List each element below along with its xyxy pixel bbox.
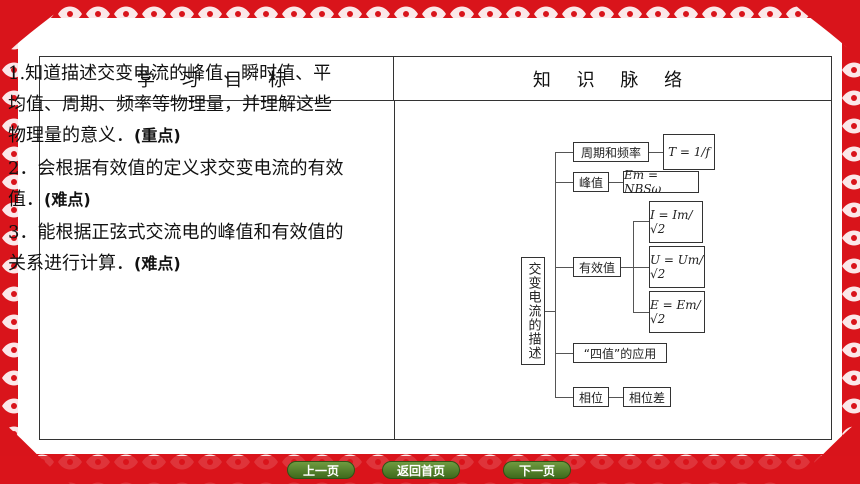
header-learning-goals: 学 习 目 标 xyxy=(40,57,394,101)
connector xyxy=(545,311,555,312)
connector xyxy=(633,267,649,268)
prev-page-button[interactable]: 上一页 xyxy=(287,461,355,479)
knowledge-mindmap: 交变电流的描述 周期和频率 T = 1/f 峰值 Em = NBSω 有效值 I… xyxy=(497,121,757,421)
connector xyxy=(555,152,573,153)
branch-four-values: “四值”的应用 xyxy=(573,343,667,363)
connector xyxy=(609,397,623,398)
learning-goals-list: 1.知道描述交变电流的峰值、瞬时值、平均值、周期、频率等物理量，并理解这些物理量… xyxy=(8,58,348,281)
goal-item-3: 3．能根据正弦式交流电的峰值和有效值的关系进行计算．(难点) xyxy=(8,222,344,274)
goal-item-2: 2．会根据有效值的定义求交变电流的有效值．(难点) xyxy=(8,158,344,210)
connector xyxy=(555,267,573,268)
connector xyxy=(633,312,649,313)
connector xyxy=(633,221,634,312)
branch-period: 周期和频率 xyxy=(573,142,649,162)
formula-current: I = Im/√2 xyxy=(649,201,703,243)
connector xyxy=(633,221,649,222)
formula-period: T = 1/f xyxy=(663,134,715,170)
connector xyxy=(609,182,623,183)
column-divider xyxy=(394,101,395,439)
formula-emf: E = Em/√2 xyxy=(649,291,705,333)
formula-peak: Em = NBSω xyxy=(623,168,699,196)
connector xyxy=(649,152,663,153)
next-page-button[interactable]: 下一页 xyxy=(503,461,571,479)
goal-item-1: 1.知道描述交变电流的峰值、瞬时值、平均值、周期、频率等物理量，并理解这些物理量… xyxy=(8,63,332,146)
connector xyxy=(555,182,573,183)
connector xyxy=(555,397,573,398)
connector xyxy=(555,152,556,397)
branch-phase: 相位 xyxy=(573,387,609,407)
header-knowledge-map: 知 识 脉 络 xyxy=(394,57,831,101)
branch-effective: 有效值 xyxy=(573,257,621,277)
mindmap-root: 交变电流的描述 xyxy=(521,257,545,365)
connector xyxy=(621,267,633,268)
branch-peak: 峰值 xyxy=(573,172,609,192)
branch-phase-difference: 相位差 xyxy=(623,387,671,407)
home-page-button[interactable]: 返回首页 xyxy=(382,461,460,479)
formula-voltage: U = Um/√2 xyxy=(649,246,705,288)
connector xyxy=(555,353,573,354)
